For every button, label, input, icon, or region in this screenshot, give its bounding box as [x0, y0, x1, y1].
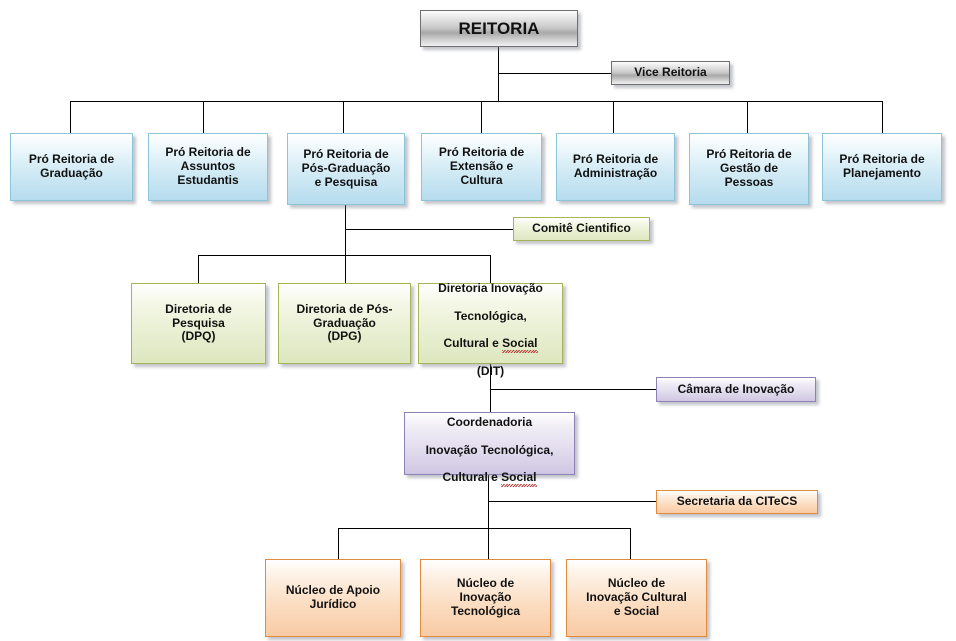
connector-drop-dir-1: [198, 255, 199, 283]
connector-proreitoria-bus: [70, 101, 882, 102]
node-pro-reitoria-administracao[interactable]: Pró Reitoria de Administração: [556, 133, 675, 201]
connector-drop-pr-7: [882, 101, 883, 133]
connector-drop-pr-6: [747, 101, 748, 133]
node-nucleo-inovacao-tecnologica[interactable]: Núcleo de Inovação Tecnológica: [420, 559, 551, 637]
node-nucleo-apoio-juridico[interactable]: Núcleo de Apoio Jurídico: [265, 559, 401, 637]
connector-drop-nuc-1: [338, 528, 339, 559]
node-pro-reitoria-graduacao[interactable]: Pró Reitoria de Graduação: [10, 133, 133, 201]
connector-drop-pr-5: [613, 101, 614, 133]
node-diretoria-pos-graduacao[interactable]: Diretoria de Pós- Graduação (DPG): [278, 283, 411, 364]
coord-misspelled-social: Social: [501, 470, 537, 487]
coord-line-1: Coordenadoria: [446, 414, 533, 429]
node-pro-reitoria-planejamento[interactable]: Pró Reitoria de Planejamento: [822, 133, 942, 201]
node-pro-reitoria-administracao-label: Pró Reitoria de Administração: [572, 152, 659, 180]
dit-misspelled-social: Social: [502, 336, 538, 353]
coord-line-3: Cultural e Social: [442, 470, 537, 487]
node-camara-inovacao[interactable]: Câmara de Inovação: [656, 377, 816, 402]
node-nucleo-inovacao-tecnologica-label: Núcleo de Inovação Tecnológica: [450, 576, 521, 618]
node-pro-reitoria-gestao-pessoas-label: Pró Reitoria de Gestão de Pessoas: [706, 147, 792, 189]
node-nucleo-inovacao-cultural-social[interactable]: Núcleo de Inovação Cultural e Social: [566, 559, 707, 637]
connector-drop-dir-3: [490, 255, 491, 283]
node-camara-inovacao-label: Câmara de Inovação: [677, 381, 795, 396]
node-pro-reitoria-pos-graduacao-pesquisa[interactable]: Pró Reitoria de Pós-Graduação e Pesquisa: [287, 133, 405, 205]
node-pro-reitoria-assuntos-estudantis-label: Pró Reitoria de Assuntos Estudantis: [165, 145, 251, 187]
node-pro-reitoria-extensao-cultura[interactable]: Pró Reitoria de Extensão e Cultura: [421, 133, 542, 201]
node-vice-reitoria[interactable]: Vice Reitoria: [611, 61, 730, 85]
node-coordenadoria-label: Coordenadoria Inovação Tecnológica, Cult…: [405, 402, 574, 487]
dit-line-1: Diretoria Inovação: [438, 281, 543, 296]
node-pro-reitoria-extensao-cultura-label: Pró Reitoria de Extensão e Cultura: [438, 145, 525, 187]
node-pro-reitoria-gestao-pessoas[interactable]: Pró Reitoria de Gestão de Pessoas: [689, 133, 809, 205]
connector-to-secretariat: [488, 501, 656, 502]
node-diretoria-pesquisa[interactable]: Diretoria de Pesquisa (DPQ): [131, 283, 266, 364]
connector-root-stem: [498, 47, 499, 101]
node-diretoria-inovacao-tecnologica[interactable]: Diretoria Inovação Tecnológica, Cultural…: [418, 281, 563, 378]
connector-drop-pr-1: [70, 101, 71, 133]
node-vice-reitoria-label: Vice Reitoria: [634, 65, 707, 80]
connector-drop-pr-4: [481, 101, 482, 133]
connector-dit-stem: [490, 364, 491, 412]
dit-line-4: (DIT): [476, 363, 505, 378]
connector-drop-nuc-3: [630, 528, 631, 559]
node-pro-reitoria-pos-graduacao-pesquisa-label: Pró Reitoria de Pós-Graduação e Pesquisa: [301, 147, 391, 189]
node-secretaria-citecs-label: Secretaria da CITeCS: [676, 494, 798, 509]
connector-root-to-vice: [498, 73, 611, 74]
node-pro-reitoria-graduacao-label: Pró Reitoria de Graduação: [28, 152, 115, 180]
node-pro-reitoria-planejamento-label: Pró Reitoria de Planejamento: [839, 152, 925, 180]
node-diretoria-pos-graduacao-label: Diretoria de Pós- Graduação (DPG): [296, 301, 393, 344]
node-nucleo-apoio-juridico-label: Núcleo de Apoio Jurídico: [285, 583, 381, 611]
coord-line-2: Inovação Tecnológica,: [425, 442, 554, 457]
node-comite-cientifico-label: Comitê Cientifico: [532, 221, 631, 236]
dit-line-3: Cultural e Social: [443, 336, 538, 353]
connector-pr3-stem: [345, 205, 346, 283]
node-diretoria-pesquisa-label: Diretoria de Pesquisa (DPQ): [165, 301, 232, 344]
connector-nucleos-bus: [338, 528, 631, 529]
node-coordenadoria[interactable]: Coordenadoria Inovação Tecnológica, Cult…: [404, 412, 575, 487]
node-nucleo-inovacao-cultural-social-label: Núcleo de Inovação Cultural e Social: [586, 576, 687, 618]
connector-diretorias-bus: [198, 255, 490, 256]
connector-drop-pr-3: [343, 101, 344, 133]
connector-to-chamber: [490, 389, 656, 390]
dit-line-2: Tecnológica,: [454, 308, 527, 323]
connector-drop-pr-2: [203, 101, 204, 133]
node-reitoria-label: REITORIA: [458, 18, 540, 38]
node-reitoria[interactable]: REITORIA: [420, 10, 578, 47]
node-diretoria-inovacao-tecnologica-label: Diretoria Inovação Tecnológica, Cultural…: [419, 268, 562, 378]
node-pro-reitoria-assuntos-estudantis[interactable]: Pró Reitoria de Assuntos Estudantis: [148, 133, 268, 201]
connector-coord-stem: [488, 475, 489, 559]
node-comite-cientifico[interactable]: Comitê Cientifico: [513, 217, 650, 241]
connector-to-committee: [345, 229, 513, 230]
node-secretaria-citecs[interactable]: Secretaria da CITeCS: [656, 490, 818, 514]
